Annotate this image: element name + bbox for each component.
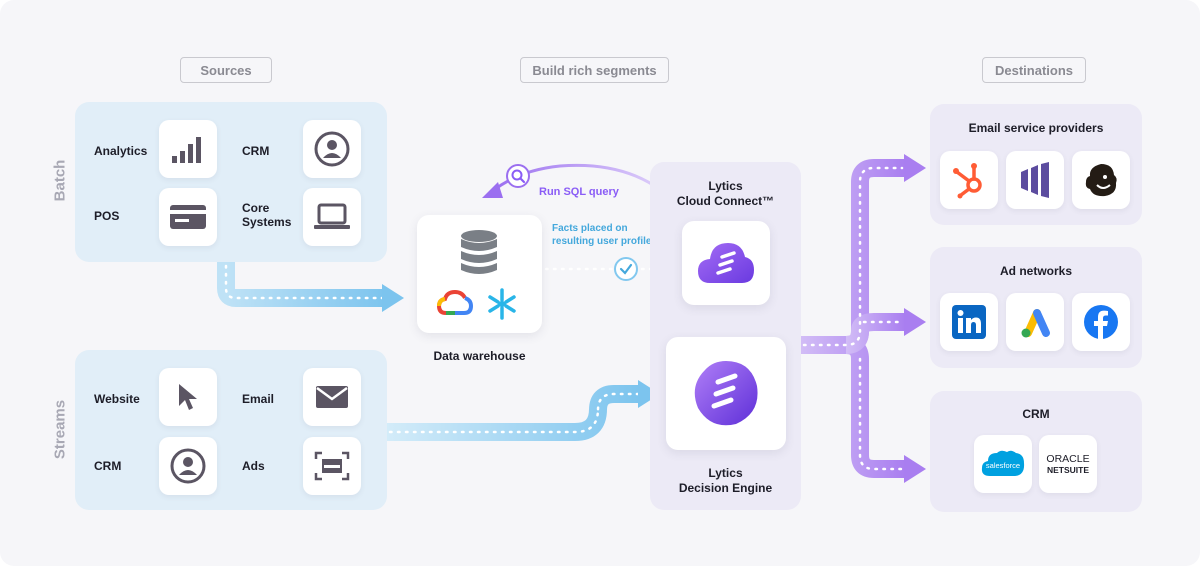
- lytics-panel: [650, 162, 801, 510]
- snowflake-icon: [488, 288, 516, 320]
- data-warehouse-card: [417, 215, 542, 333]
- cloud-connect-card: [682, 221, 770, 305]
- core-systems-label: Core Systems: [242, 201, 292, 229]
- lytics-logo-icon: [694, 361, 758, 426]
- google-cloud-icon: [437, 289, 473, 315]
- email-tile: [303, 368, 361, 426]
- check-icon: [619, 263, 633, 275]
- build-segments-header: Build rich segments: [520, 57, 669, 83]
- salesforce-tile: salesforce: [974, 435, 1032, 493]
- ads-tile: [303, 437, 361, 495]
- user-circle-icon: [314, 131, 350, 167]
- streams-flow: [385, 385, 640, 441]
- oracle-netsuite-icon: ORACLE NETSUITE: [1046, 453, 1089, 475]
- crm-stream-label: CRM: [94, 459, 122, 473]
- credit-card-icon: [170, 205, 206, 229]
- website-tile: [159, 368, 217, 426]
- email-providers-title: Email service providers: [968, 121, 1104, 135]
- bar-chart-icon: [172, 137, 201, 163]
- linkedin-icon: [952, 305, 986, 339]
- batch-label: Batch: [51, 159, 69, 202]
- ads-label: Ads: [242, 459, 265, 473]
- cloud-connect-label: Lytics Cloud Connect™: [676, 179, 775, 208]
- sources-header: Sources: [180, 57, 272, 83]
- pos-label: POS: [94, 209, 120, 223]
- decision-engine-card: [666, 337, 786, 450]
- salesforce-icon: salesforce: [981, 450, 1025, 476]
- hubspot-icon: [953, 163, 982, 199]
- crm-batch-label: CRM: [242, 144, 270, 158]
- decision-engine-label: Lytics Decision Engine: [678, 466, 773, 495]
- facts-label: Facts placed on resulting user profile: [552, 223, 652, 247]
- laptop-icon: [314, 203, 350, 229]
- mailchimp-tile: [1072, 151, 1130, 209]
- crm-destinations-title: CRM: [1022, 407, 1050, 421]
- streams-label: Streams: [51, 399, 69, 460]
- data-warehouse-label: Data warehouse: [433, 349, 526, 363]
- database-icon: [461, 230, 497, 274]
- cursor-icon: [179, 384, 197, 410]
- ad-frame-icon: [314, 451, 350, 481]
- facebook-icon: [1084, 305, 1118, 339]
- sql-query-label: Run SQL query: [539, 186, 619, 198]
- google-ads-tile: [1006, 293, 1064, 351]
- pos-tile: [159, 188, 217, 246]
- oracle-wordmark: ORACLE: [1046, 453, 1089, 465]
- analytics-label: Analytics: [94, 144, 148, 158]
- oracle-netsuite-tile: ORACLE NETSUITE: [1039, 435, 1097, 493]
- hubspot-tile: [940, 151, 998, 209]
- batch-flow: [217, 262, 385, 307]
- crm-stream-tile: [159, 437, 217, 495]
- lytics-cloud-icon: [698, 243, 754, 283]
- check-badge: [614, 257, 638, 281]
- crm-destinations-panel: [930, 391, 1142, 512]
- ad-networks-title: Ad networks: [999, 264, 1072, 278]
- crm-batch-tile: [303, 120, 361, 178]
- website-label: Website: [94, 392, 140, 406]
- facebook-tile: [1072, 293, 1130, 351]
- envelope-icon: [316, 386, 348, 408]
- user-circle-icon: [170, 448, 206, 484]
- search-badge: [506, 164, 530, 188]
- email-label: Email: [242, 392, 275, 406]
- google-ads-icon: [1021, 309, 1050, 338]
- mailchimp-icon: [1085, 164, 1117, 197]
- salesforce-wordmark: salesforce: [986, 461, 1020, 470]
- destinations-header: Destinations: [982, 57, 1086, 83]
- magnifier-icon: [511, 169, 526, 184]
- linkedin-tile: [940, 293, 998, 351]
- netsuite-wordmark: NETSUITE: [1047, 465, 1089, 475]
- marketo-tile: [1006, 151, 1064, 209]
- core-systems-tile: [303, 188, 361, 246]
- marketo-icon: [1021, 162, 1049, 198]
- analytics-tile: [159, 120, 217, 178]
